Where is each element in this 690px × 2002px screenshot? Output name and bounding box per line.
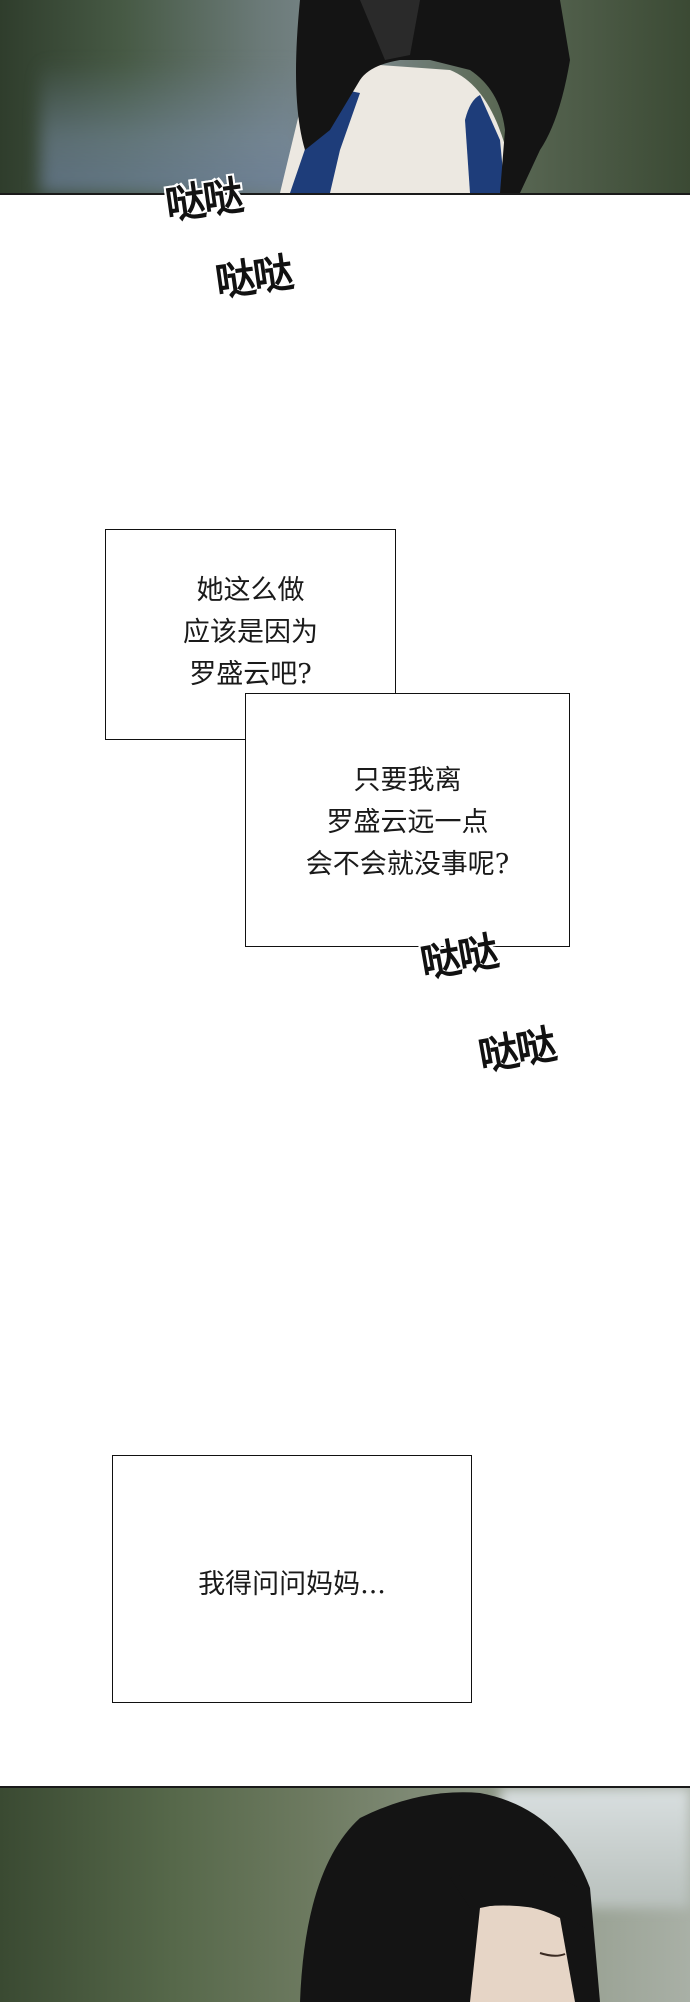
narration-box [112,1455,472,1703]
comic-panel-bottom [0,1786,690,2002]
background-blur [40,60,300,193]
narration-text: 只要我离 罗盛云远一点 会不会就没事呢? [305,765,510,880]
narration-text: 我得问问妈妈... [198,1569,386,1600]
comic-panel-top [0,0,690,195]
narration-text: 她这么做 应该是因为 罗盛云吧? [183,575,318,690]
girl-figure-closeup [300,1792,600,2002]
sfx-footsteps: 哒哒 [162,172,245,230]
girl-figure-back [280,0,570,193]
sfx-footsteps: 哒哒 [212,249,295,307]
sfx-footsteps: 哒哒 [417,928,501,988]
sfx-footsteps: 哒哒 [475,1021,559,1081]
narration-box [245,693,570,947]
